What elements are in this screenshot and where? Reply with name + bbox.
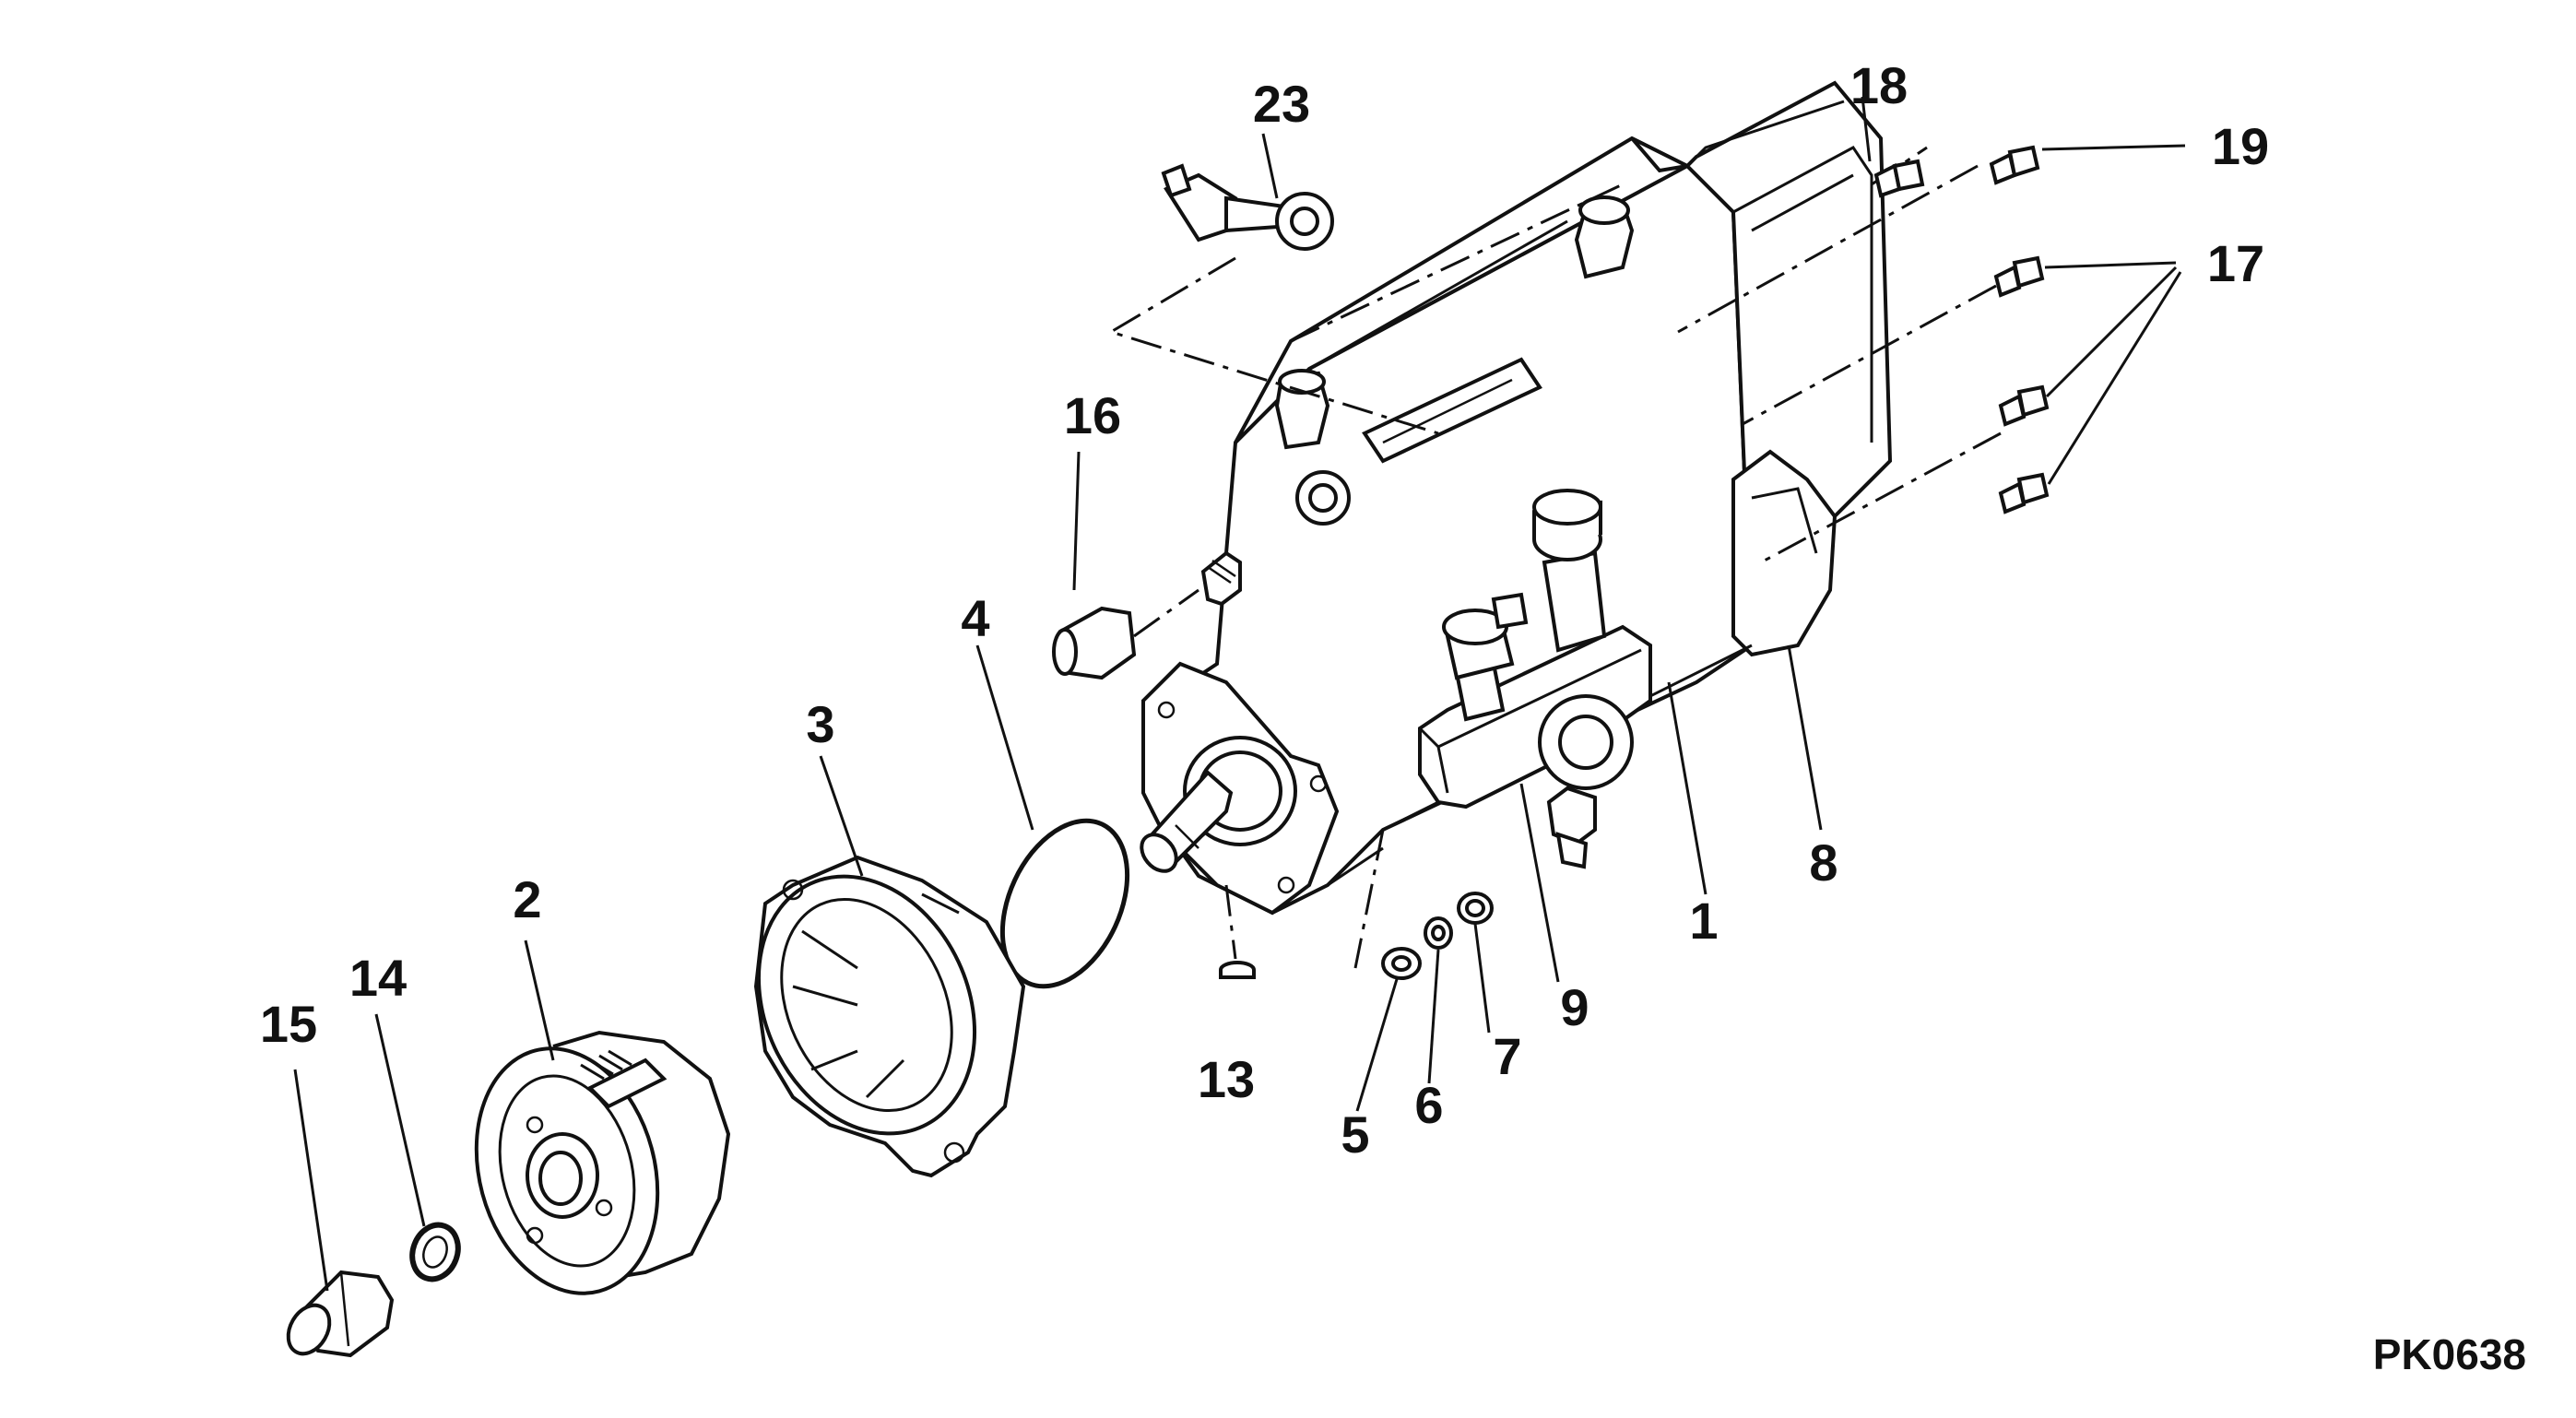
part-15-nut xyxy=(286,1270,395,1358)
part-14-lock-washer xyxy=(409,1222,461,1282)
callout-19: 19 xyxy=(2212,117,2269,175)
callout-9: 9 xyxy=(1560,978,1589,1036)
part-4-o-ring xyxy=(999,818,1130,989)
callout-15: 15 xyxy=(260,995,317,1053)
drawing-code: PK0638 xyxy=(2373,1330,2526,1378)
top-fitting-rear xyxy=(1574,195,1635,279)
callout-1: 1 xyxy=(1689,892,1718,950)
drive-shaft xyxy=(1140,736,1297,873)
part-2-hub xyxy=(474,1030,731,1295)
callout-6: 6 xyxy=(1414,1076,1443,1134)
bolt-18 xyxy=(1873,159,1925,198)
callout-13: 13 xyxy=(1198,1050,1255,1108)
callout-labels: 1 2 3 4 5 6 7 8 9 13 14 15 16 17 18 19 2… xyxy=(260,56,2269,1164)
part-13-key xyxy=(1219,961,1256,979)
side-port xyxy=(1295,470,1351,526)
part-16-plug xyxy=(1052,550,1242,680)
callout-18: 18 xyxy=(1850,56,1908,114)
callout-5: 5 xyxy=(1341,1105,1369,1164)
assembly-lines xyxy=(1107,146,2002,969)
part-3-housing xyxy=(753,855,1026,1178)
callout-8: 8 xyxy=(1809,833,1837,892)
bolt-17a xyxy=(1993,255,2045,298)
callout-23: 23 xyxy=(1253,75,1310,133)
bolt-19 xyxy=(1989,145,2040,185)
bolt-17c xyxy=(1998,472,2050,514)
callout-3: 3 xyxy=(806,695,834,753)
top-fitting-front xyxy=(1274,369,1330,450)
callout-7: 7 xyxy=(1493,1027,1521,1085)
washers xyxy=(1381,892,1494,980)
leader-lines xyxy=(293,96,2186,1292)
inlet-block xyxy=(1418,489,1652,869)
callout-16: 16 xyxy=(1064,386,1121,444)
callout-4: 4 xyxy=(961,589,989,647)
bolt-17b xyxy=(1998,384,2050,427)
callout-14: 14 xyxy=(349,949,407,1007)
part-23-banjo xyxy=(1161,163,1334,251)
callout-2: 2 xyxy=(513,870,541,928)
callout-17: 17 xyxy=(2207,234,2264,292)
